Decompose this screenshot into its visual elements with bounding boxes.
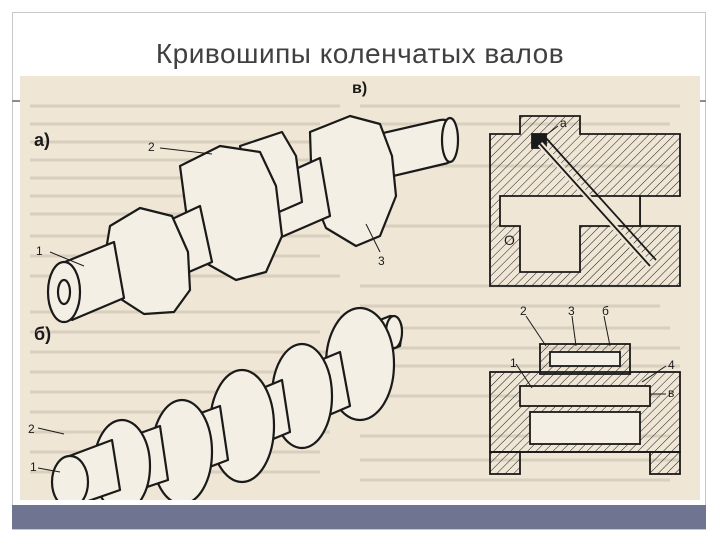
crank-b	[50, 306, 404, 500]
section-top-leaders	[541, 125, 559, 139]
v-callout-v: в	[668, 386, 675, 400]
footer-bar	[12, 505, 706, 529]
slide-title: Кривошипы коленчатых валов	[155, 38, 565, 69]
crankshaft-drawing	[30, 104, 681, 500]
crank-a	[46, 114, 460, 324]
b-callout-2: 2	[28, 422, 35, 436]
a-callout-3: 3	[378, 254, 385, 268]
b-callout-1: 1	[30, 460, 37, 474]
v-callout-2: 2	[520, 304, 527, 318]
v-callout-4: 4	[668, 358, 675, 372]
v-callout-3: 3	[568, 304, 575, 318]
part-v-label: в)	[352, 80, 368, 97]
v-callout-o: О	[504, 232, 515, 248]
section-bottom-leaders	[515, 315, 667, 395]
crank-b-leaders	[37, 427, 65, 473]
v-callout-a: а	[560, 116, 567, 130]
crankshaft-figure: а) б) в) 1 2 3 1 2 а О 1 2 3 б 4 в	[20, 76, 700, 500]
v-callout-1: 1	[510, 356, 517, 370]
a-callout-1: 1	[36, 244, 43, 258]
crank-a-leaders	[49, 147, 381, 267]
section-top	[489, 115, 681, 287]
v-callout-b: б	[602, 304, 609, 318]
section-bottom	[489, 343, 681, 475]
part-b-label: б)	[34, 324, 52, 344]
part-a-label: а)	[34, 130, 51, 150]
a-callout-2: 2	[148, 140, 155, 154]
